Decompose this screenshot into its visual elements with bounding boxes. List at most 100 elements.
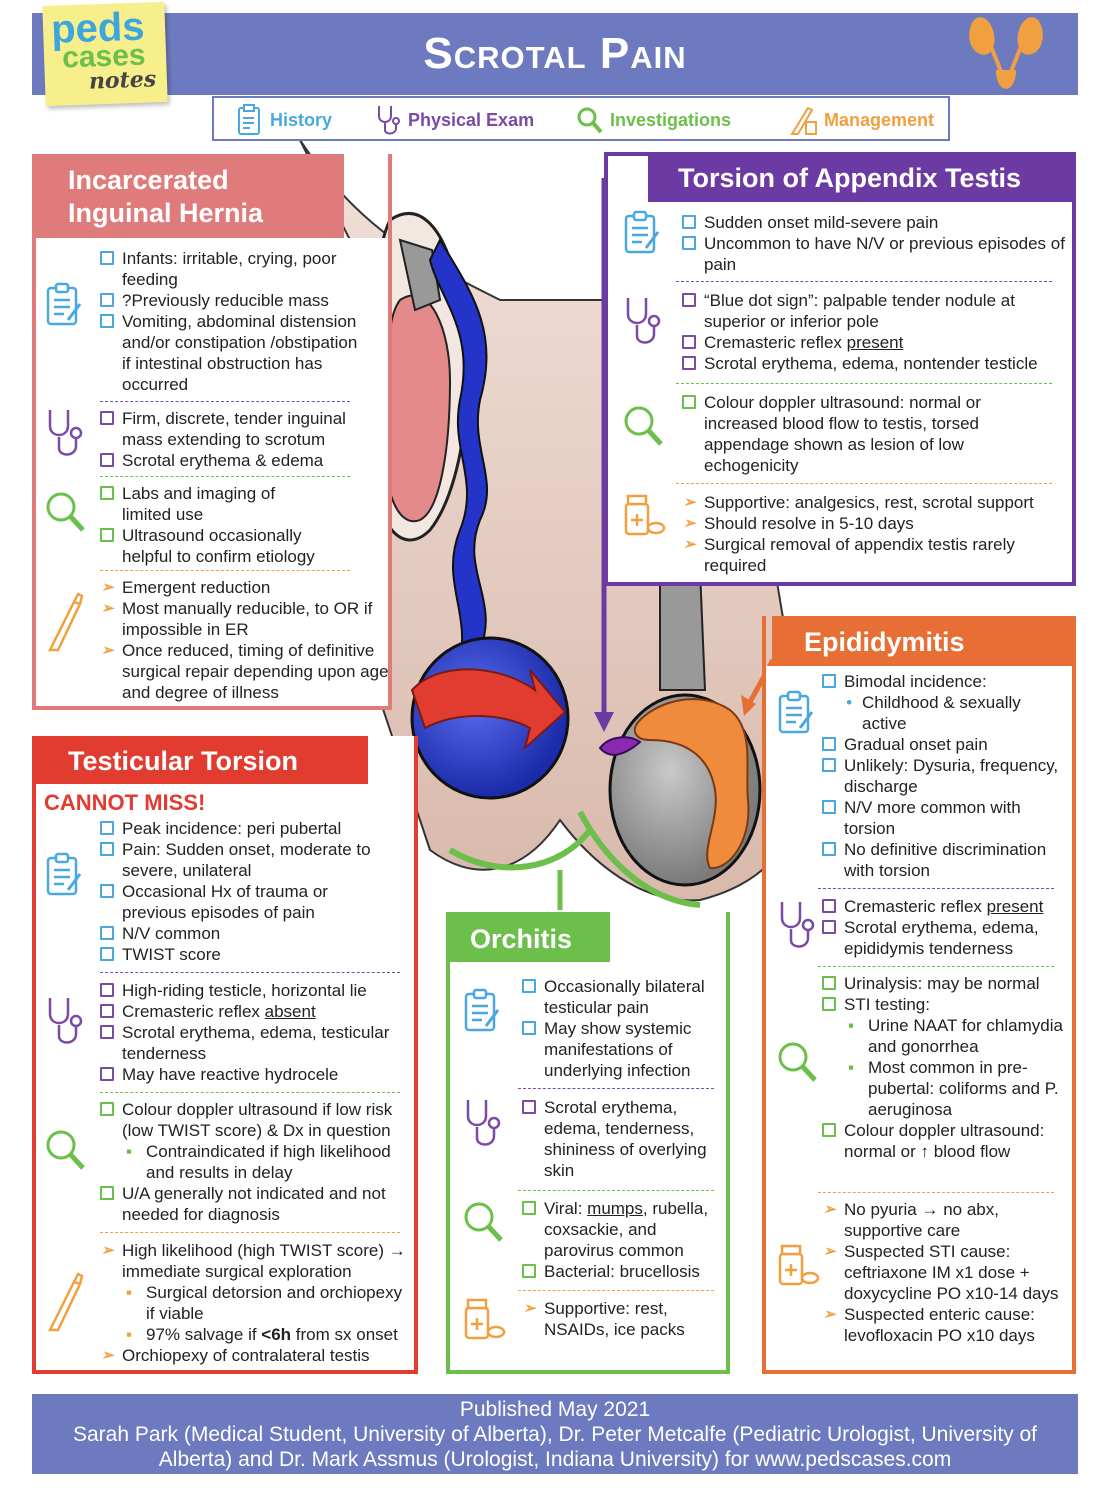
list-item: Scrotal erythema & edema [100, 450, 370, 471]
divider [676, 281, 1052, 282]
divider [518, 1088, 714, 1089]
epididymitis-exam-list: Cremasteric reflex present Scrotal eryth… [822, 896, 1068, 959]
pedscases-logo: peds cases notes [42, 1, 168, 107]
epididymitis-body [766, 666, 1072, 1370]
cannot-miss-label: CANNOT MISS! [44, 790, 206, 815]
divider [100, 401, 350, 402]
stethoscope-icon [462, 1098, 502, 1155]
list-item: Viral: mumps, rubella, coxsackie, and pa… [522, 1198, 722, 1261]
clipboard-icon [238, 104, 260, 135]
clipboard-icon [776, 690, 816, 741]
stethoscope-icon [44, 996, 84, 1053]
stethoscope-icon [622, 296, 662, 353]
page-title: Scrotal Pain [423, 29, 687, 78]
divider [818, 966, 1054, 967]
list-item: TWIST score [100, 944, 390, 965]
list-item: Bimodal incidence: [822, 671, 1068, 692]
stethoscope-icon [378, 106, 400, 135]
list-item: Scrotal erythema, edema, testicular tend… [100, 1022, 410, 1064]
epididymitis-investigations-list: Urinalysis: may be normal STI testing: ▪… [822, 973, 1068, 1162]
section-legend: History Physical Exam Investigations Man… [212, 96, 950, 141]
appendix-history-list: Sudden onset mild-severe pain Uncommon t… [682, 212, 1068, 275]
list-item: Colour doppler ultrasound if low risk (l… [100, 1099, 412, 1141]
list-item: Cremasteric reflex absent [100, 1001, 410, 1022]
hernia-section [32, 154, 392, 710]
legend-physical-exam-label: Physical Exam [408, 110, 535, 130]
pill-bottle-icon [776, 1242, 820, 1293]
legend-management-label: Management [824, 110, 935, 130]
orchitis-exam-list: Scrotal erythema, edema, tenderness, shi… [522, 1097, 722, 1181]
list-item: Unlikely: Dysuria, frequency, discharge [822, 755, 1068, 797]
list-item: ➢Supportive: analgesics, rest, scrotal s… [683, 493, 1034, 512]
list-item: ➢Suspected enteric cause: levofloxacin P… [823, 1305, 1035, 1345]
divider [100, 1092, 400, 1093]
header-bar: Scrotal Pain [32, 13, 1078, 95]
list-subitem: ▪Most common in pre-pubertal: coliforms … [848, 1058, 1059, 1119]
scalpel-icon [44, 592, 84, 657]
list-item: Gradual onset pain [822, 734, 1068, 755]
list-item: May show systemic manifestations of unde… [522, 1018, 722, 1081]
list-item: ➢Most manually reducible, to OR if impos… [101, 599, 373, 639]
list-item: Urinalysis: may be normal [822, 973, 1068, 994]
list-item: No definitive discrimination with torsio… [822, 839, 1068, 881]
clipboard-icon [44, 282, 84, 333]
list-item: High-riding testicle, horizontal lie [100, 980, 410, 1001]
logo-word-notes: notes [88, 66, 157, 95]
orchitis-history-list: Occasionally bilateral testicular pain M… [522, 976, 722, 1081]
divider [100, 1232, 400, 1233]
list-item: N/V common [100, 923, 390, 944]
hernia-body [36, 238, 388, 706]
divider [818, 888, 1054, 889]
list-subitem: ▪Urine NAAT for chlamydia and gonorrhea [848, 1016, 1063, 1056]
list-item: Vomiting, abdominal distension and/or co… [100, 311, 368, 395]
list-item: Firm, discrete, tender inguinal mass ext… [100, 408, 370, 450]
orchitis-management-list: ➢Supportive: rest, NSAIDs, ice packs [522, 1298, 718, 1340]
list-subitem: ▪Contraindicated if high likelihood and … [126, 1142, 391, 1182]
list-item: ➢Surgical removal of appendix testis rar… [683, 535, 1015, 575]
list-item: Occasional Hx of trauma or previous epis… [100, 881, 390, 923]
stethoscope-icon [776, 900, 816, 957]
list-item: Scrotal erythema, edema, tenderness, shi… [522, 1097, 722, 1181]
list-item: Uncommon to have N/V or previous episode… [682, 233, 1068, 275]
orchitis-title: Orchitis [446, 912, 610, 962]
list-subitem: ▪Surgical detorsion and orchiopexy if vi… [126, 1283, 403, 1323]
list-item: ➢Suspected STI cause: ceftriaxone IM x1 … [823, 1242, 1059, 1303]
kidney-bladder-icon [969, 17, 1043, 89]
list-item: ➢Emergent reduction [101, 578, 271, 597]
list-item: Bacterial: brucellosis [522, 1261, 722, 1282]
torsion-section [32, 736, 418, 1374]
list-item: May have reactive hydrocele [100, 1064, 410, 1085]
clipboard-icon [44, 852, 84, 903]
scalpel-icon [44, 1272, 84, 1337]
orchitis-section [446, 912, 730, 1374]
divider [676, 383, 1052, 384]
torsion-history-list: Peak incidence: peri pubertal Pain: Sudd… [100, 818, 390, 965]
hernia-investigations-list: Labs and imaging of limited use Ultrasou… [100, 483, 320, 567]
appendix-exam-list: “Blue dot sign”: palpable tender nodule … [682, 290, 1068, 374]
list-item: ➢High likelihood (high TWIST score) → im… [101, 1241, 406, 1281]
list-item: ➢Orchiopexy of contralateral testis [101, 1346, 370, 1365]
authors-credit: Sarah Park (Medical Student, University … [72, 1423, 1038, 1471]
hernia-exam-list: Firm, discrete, tender inguinal mass ext… [100, 408, 370, 471]
divider [518, 1290, 714, 1291]
list-item: N/V more common with torsion [822, 797, 1068, 839]
magnifier-icon [44, 490, 86, 539]
list-item: Labs and imaging of limited use [100, 483, 320, 525]
list-subitem: •Childhood & sexually active [846, 693, 1021, 733]
divider [676, 483, 1052, 484]
magnifier-icon [776, 1040, 818, 1089]
divider [518, 1190, 714, 1191]
hernia-title-line1: Incarcerated [68, 165, 229, 195]
list-item: U/A generally not indicated and not need… [100, 1183, 412, 1225]
list-item: Occasionally bilateral testicular pain [522, 976, 722, 1018]
hernia-history-list: Infants: irritable, crying, poor feeding… [100, 248, 368, 395]
list-item: Cremasteric reflex present [682, 332, 1068, 353]
pill-bottle-icon [462, 1296, 506, 1347]
list-subitem: ▪97% salvage if <6h from sx onset [126, 1325, 398, 1344]
magnifier-icon [44, 1128, 86, 1177]
divider [100, 570, 350, 571]
appendix-investigations-list: Colour doppler ultrasound: normal or inc… [682, 392, 1012, 476]
list-item: Peak incidence: peri pubertal [100, 818, 390, 839]
list-item: Scrotal erythema, edema, nontender testi… [682, 353, 1068, 374]
